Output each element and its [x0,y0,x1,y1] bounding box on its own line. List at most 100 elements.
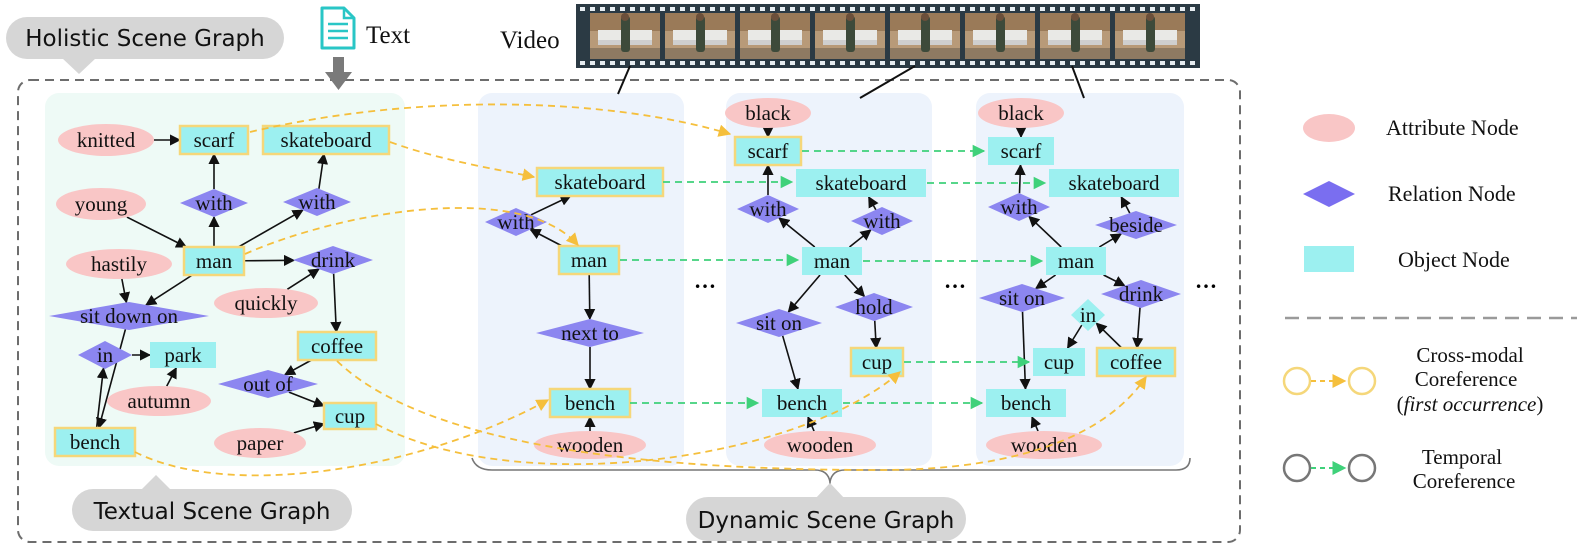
relation-node-f3-with: with [988,193,1050,221]
attribute-node-f2-wooden: wooden [764,431,876,459]
relation-label-t-with2: with [298,190,336,214]
attribute-label-f3-black: black [998,101,1044,125]
graph-edges [95,126,1144,434]
legend-object-swatch [1304,246,1354,272]
edge-f2_sit-f2_bench [781,335,801,391]
dynamic-banner-label: Dynamic Scene Graph [698,508,955,534]
relation-node-t-drink: drink [293,246,373,274]
coreference-links [134,103,1147,477]
attribute-label-f2-black: black [745,101,791,125]
edge-f3_in-f3_cup [1066,324,1083,349]
video-frame-3 [740,13,810,59]
object-label-f3-scarf: scarf [1001,139,1042,163]
object-label-f2-scarf: scarf [748,139,789,163]
attribute-node-t-hastily: hastily [66,249,172,279]
edge-f3_man-f3_drink [1103,274,1126,287]
relation-node-f2-sit: sit on [736,309,822,337]
edge-t_outof-t_cup [288,391,326,408]
object-label-f1-bench: bench [565,391,616,415]
object-label-f3-bench: bench [1001,391,1052,415]
relation-label-f3-in: in [1080,303,1097,327]
attribute-node-t-young: young [56,188,146,220]
object-label-t-coffee: coffee [311,334,363,358]
legend-attribute-label: Attribute Node [1386,115,1519,140]
attribute-node-t-paper: paper [214,428,306,458]
edge-f3_man-f3_sit [1034,274,1057,290]
object-label-t-man: man [196,249,233,273]
video-frame-7 [1040,13,1110,59]
legend-attribute-swatch [1303,114,1355,142]
relation-label-f1-next: next to [561,321,619,345]
video-frame-6 [965,13,1035,59]
object-node-f2-skate: skateboard [796,169,926,197]
video-frame-4 [815,13,885,59]
edge-t_man-t_sitdown [145,274,193,306]
text-down-arrow-icon [325,57,352,90]
video-frame-8 [1115,13,1185,59]
crossmodal-skateboard [389,141,536,181]
object-node-t-bench: bench [53,426,137,458]
object-node-f3-man: man [1046,247,1106,275]
legend-cross-modal-line3: (first occurrence) [1397,392,1544,416]
textual-banner-label: Textual Scene Graph [93,499,331,525]
attribute-label-t-hastily: hastily [91,252,147,276]
legend-cross-modal-line2: Coreference [1415,367,1518,391]
holistic-banner-label: Holistic Scene Graph [25,26,264,52]
attribute-label-f2-wooden: wooden [787,433,854,457]
edge-f3_drink-f3_coffee [1132,307,1144,350]
object-label-t-cup: cup [335,404,365,428]
object-node-f3-skate: skateboard [1049,169,1179,197]
edge-t_drink-t_coffee [330,273,342,334]
object-label-f3-coffee: coffee [1110,350,1162,374]
object-node-t-cup: cup [322,401,378,431]
object-label-f2-man: man [814,249,851,273]
edge-t_with2-t_skate [316,152,329,189]
edge-t_man-t_with2 [238,209,304,248]
ellipsis-2: … [944,268,966,293]
edge-f2_man-f2_sit [787,274,821,313]
object-label-f2-cup: cup [862,350,892,374]
textual-panel [45,93,405,466]
attribute-node-f1-wooden: wooden [534,431,646,459]
attribute-label-t-paper: paper [237,431,284,455]
edge-f3_beside-f3_skate [1120,196,1131,214]
edge-f3_man-f3_beside [1098,233,1123,248]
crossmodal-man [244,207,579,255]
attribute-label-t-knitted: knitted [77,128,136,152]
attribute-label-t-young: young [75,192,128,216]
video-frame-5 [890,13,960,59]
object-label-f1-skate: skateboard [555,170,646,194]
object-node-t-man: man [182,245,246,277]
relation-label-f3-beside: beside [1109,213,1163,237]
relation-node-t-with2: with [283,188,351,216]
object-label-t-scarf: scarf [194,128,235,152]
relation-label-t-drink: drink [311,248,356,272]
object-label-t-skate: skateboard [281,128,372,152]
object-label-f2-skate: skateboard [816,171,907,195]
legend-cross-modal-swatch-a [1282,366,1312,396]
legend-cross-modal-line1: Cross-modal [1416,343,1523,367]
object-node-f2-bench: bench [762,389,842,417]
attribute-label-f3-wooden: wooden [1011,433,1078,457]
object-node-t-skate: skateboard [261,124,391,156]
attribute-label-t-quickly: quickly [235,291,298,315]
holistic-banner: Holistic Scene Graph [6,17,284,74]
edge-f3_wooden-f3_bench [1030,415,1042,432]
object-node-f3-coffee: coffee [1095,346,1177,378]
object-node-f3-scarf: scarf [988,137,1054,165]
object-node-f2-scarf: scarf [733,135,803,167]
legend-object-label: Object Node [1398,247,1510,272]
edge-f3_man-f3_with [1028,215,1062,248]
edge-f2_wooden-f2_bench [806,415,818,432]
relation-node-t-with1: with [180,189,248,217]
object-label-f2-bench: bench [777,391,828,415]
crossmodal-bench [134,399,550,477]
text-input-label: Text [366,22,410,49]
relation-label-f2-with2: with [863,209,901,233]
edge-t_paper-t_cup [293,421,326,434]
legend-cross-modal-swatch-b [1347,366,1377,396]
relation-label-t-in: in [97,343,114,367]
relation-node-f2-with2: with [851,207,913,235]
object-node-f2-cup: cup [849,346,905,378]
